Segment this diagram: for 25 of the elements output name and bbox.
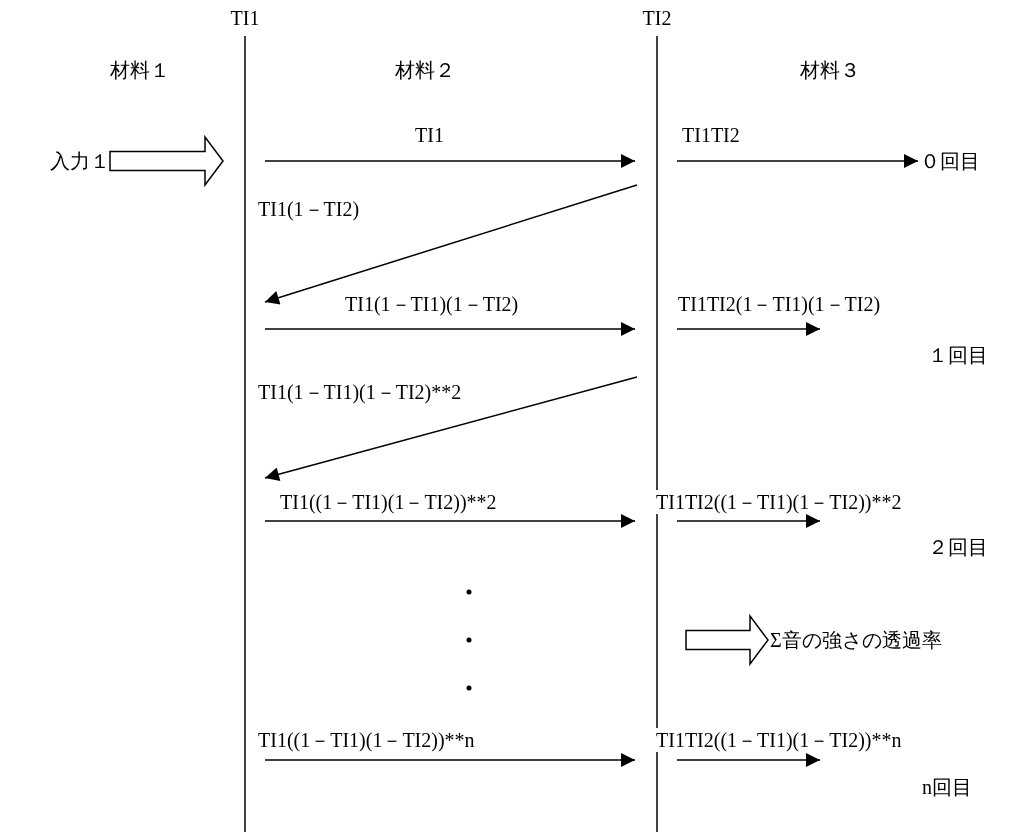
step-label: ２回目 (928, 535, 988, 559)
arrow (264, 154, 636, 168)
text-label: ０回目 (920, 149, 980, 173)
arrow (676, 514, 821, 528)
arrow (264, 184, 638, 305)
step-label: n回目 (922, 775, 972, 799)
arrow (676, 154, 919, 168)
arrow (676, 753, 821, 767)
text-label: 入力１ (50, 149, 110, 173)
arrow (264, 753, 636, 767)
region-label: 材料３ (800, 58, 860, 82)
interface-label: TI2 (642, 6, 672, 30)
block-arrow (109, 134, 224, 188)
arrow (264, 376, 638, 482)
arrow (676, 322, 821, 336)
edge-label: TI1TI2((1－TI1)(1－TI2))**n (656, 728, 902, 752)
edge-label: TI1TI2((1－TI1)(1－TI2))**2 (656, 490, 902, 514)
interface-label: TI1 (230, 6, 260, 30)
region-label: 材料１ (110, 58, 170, 82)
region-label: 材料２ (395, 58, 455, 82)
step-label: １回目 (928, 343, 988, 367)
block-arrow (685, 613, 769, 667)
arrow (264, 322, 636, 336)
text-label: Σ音の強さの透過率 (770, 628, 942, 652)
arrow (264, 514, 636, 528)
